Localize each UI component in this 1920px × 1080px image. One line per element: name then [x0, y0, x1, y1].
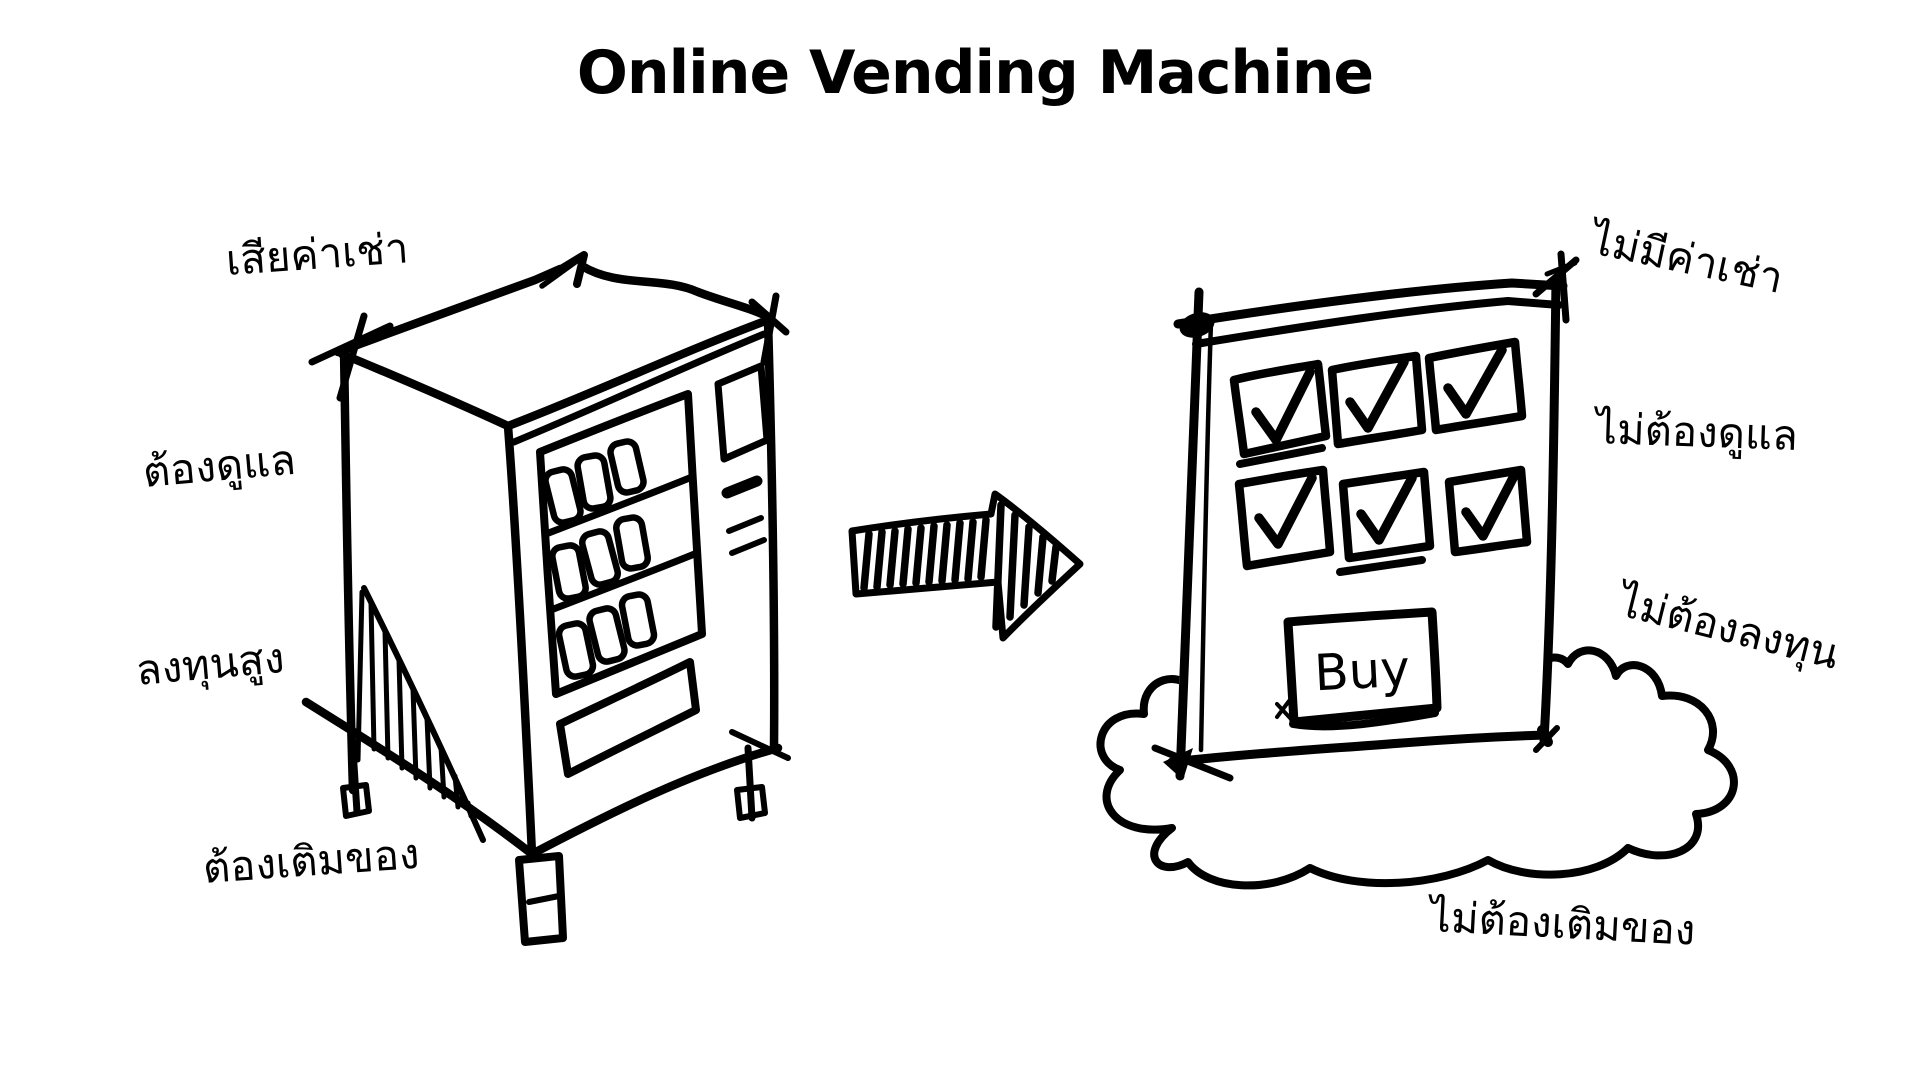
checkbox-checked-icon — [1239, 470, 1330, 566]
arrow-stripes — [864, 505, 1056, 627]
cloud-icon — [1100, 650, 1733, 885]
right-arrow-icon — [840, 485, 1090, 645]
dispenser-tray — [560, 662, 696, 774]
vending-machine-illustration — [240, 200, 820, 960]
buy-button: Buy — [1277, 612, 1437, 726]
machine-left-face — [306, 350, 532, 854]
checkbox-checked-icon — [1449, 470, 1527, 552]
machine-top-face — [312, 255, 786, 442]
hatch-shading — [358, 588, 483, 840]
checkbox-checked-icon — [1340, 472, 1430, 572]
coin-slot-icon — [727, 481, 757, 493]
page-title: Online Vending Machine — [576, 38, 1374, 108]
checkbox-checked-icon — [1332, 356, 1422, 444]
checkbox-checked-icon — [1429, 342, 1522, 430]
display-screen-icon — [718, 366, 767, 459]
machine-feet — [343, 732, 788, 942]
arrow-outline — [852, 494, 1080, 638]
online-store-illustration: Buy — [1060, 230, 1750, 930]
product-items — [544, 440, 656, 679]
control-panel — [718, 366, 767, 553]
buy-button-label: Buy — [1313, 639, 1411, 702]
product-window — [540, 394, 702, 694]
checkbox-checked-icon — [1234, 364, 1326, 464]
